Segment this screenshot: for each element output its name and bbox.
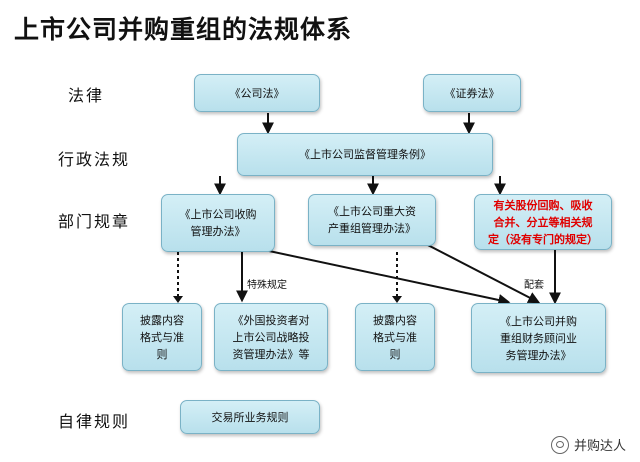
- disclosure-format-box-2: 披露内容 格式与准 则: [355, 303, 435, 371]
- exchange-rules-box: 交易所业务规则: [180, 400, 320, 434]
- level-law-label: 法律: [68, 86, 105, 105]
- supporting-note: 配套: [524, 280, 544, 291]
- wechat-icon: [550, 435, 569, 454]
- company-law-box: 《公司法》: [194, 74, 320, 112]
- advisory-measures-box: 《上市公司并购 重组财务顾问业 务管理办法》: [471, 303, 606, 373]
- disclosure-format-box-1: 披露内容 格式与准 则: [122, 303, 202, 371]
- arrow-restr-to-advisory: [421, 241, 541, 304]
- page-title: 上市公司并购重组的法规体系: [14, 15, 353, 44]
- foreign-investor-measures-box: 《外国投资者对 上市公司战略投 资管理办法》等: [214, 303, 328, 371]
- arrow-acq-to-advisory: [254, 247, 511, 306]
- major-restructuring-measures-box: 《上市公司重大资 产重组管理办法》: [308, 194, 436, 246]
- level-self-label: 自律规则: [58, 412, 131, 431]
- arrowhead-disclosure-1: [173, 296, 183, 303]
- acquisition-measures-box: 《上市公司收购 管理办法》: [161, 194, 275, 252]
- securities-law-box: 《证券法》: [423, 74, 521, 112]
- related-rules-box: 有关股份回购、吸收 合并、分立等相关规 定（没有专门的规定）: [474, 194, 612, 250]
- special-provision-note: 特殊规定: [247, 280, 287, 291]
- level-admin-label: 行政法规: [58, 150, 131, 169]
- level-dept-label: 部门规章: [58, 212, 131, 231]
- watermark: 并购达人: [550, 435, 626, 454]
- supervision-regulation-box: 《上市公司监督管理条例》: [237, 133, 493, 176]
- arrowhead-disclosure-2: [392, 296, 402, 303]
- watermark-label: 并购达人: [573, 439, 626, 454]
